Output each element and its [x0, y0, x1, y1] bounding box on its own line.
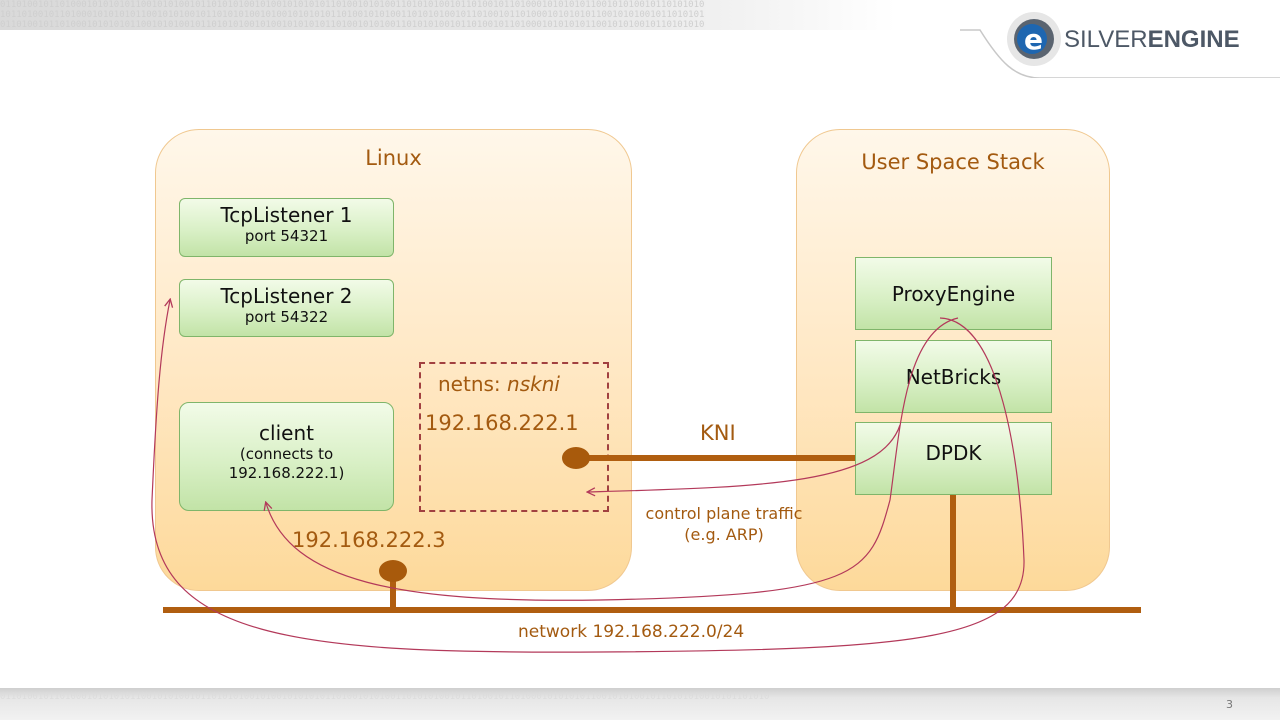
tcplistener-2-port: port 54322 — [244, 308, 329, 326]
logo-letter: e — [1024, 23, 1043, 56]
linux-title: Linux — [365, 146, 422, 170]
control-plane-flow — [588, 424, 901, 492]
dpdk-label: DPDK — [925, 440, 982, 465]
tcplistener-1-title: TcpListener 1 — [220, 203, 353, 227]
tcplistener-2-title: TcpListener 2 — [220, 284, 353, 308]
footer-bar: 0110100101101000101010101100101010010110… — [0, 688, 1280, 720]
netbricks-box: NetBricks — [855, 340, 1052, 413]
client-flow — [266, 317, 959, 601]
tcplistener-1-port: port 54321 — [244, 227, 329, 245]
header-binary-pattern: 0110100101101000101010101100101010010110… — [0, 0, 705, 30]
host-ip: 192.168.222.3 — [292, 528, 446, 552]
control-plane-label: control plane traffic (e.g. ARP) — [645, 504, 803, 544]
client-desc-line1: (connects to — [239, 445, 334, 463]
netns-box — [419, 362, 609, 512]
netns-label: netns: nskni — [438, 372, 560, 396]
netns-name: nskni — [507, 372, 560, 396]
kni-label: KNI — [700, 421, 736, 445]
netbricks-label: NetBricks — [905, 364, 1002, 389]
userspace-title: User Space Stack — [861, 150, 1045, 174]
tcplistener-2-box: TcpListener 2 port 54322 — [179, 279, 394, 337]
logo-wordmark: SILVERENGINE — [1064, 26, 1240, 53]
client-desc-line2: 192.168.222.1) — [228, 464, 345, 482]
proxyengine-label: ProxyEngine — [891, 281, 1016, 306]
tcplistener-1-box: TcpListener 1 port 54321 — [179, 198, 394, 257]
silverengine-logo-icon — [1007, 12, 1061, 66]
slide-number: 3 — [1226, 698, 1233, 711]
footer-binary-pattern: 0110100101101000101010101100101010010110… — [0, 692, 770, 702]
dpdk-box: DPDK — [855, 422, 1052, 495]
proxyengine-box: ProxyEngine — [855, 257, 1052, 330]
logo-tab: e SILVERENGINE — [960, 0, 1280, 78]
kni-port — [562, 447, 590, 469]
linux-host-port — [379, 560, 407, 582]
network-label: network 192.168.222.0/24 — [518, 622, 745, 642]
listener-flow — [151, 300, 1025, 653]
client-box: client (connects to 192.168.222.1) — [179, 402, 394, 511]
client-title: client — [259, 421, 314, 445]
netns-ip: 192.168.222.1 — [425, 411, 579, 435]
